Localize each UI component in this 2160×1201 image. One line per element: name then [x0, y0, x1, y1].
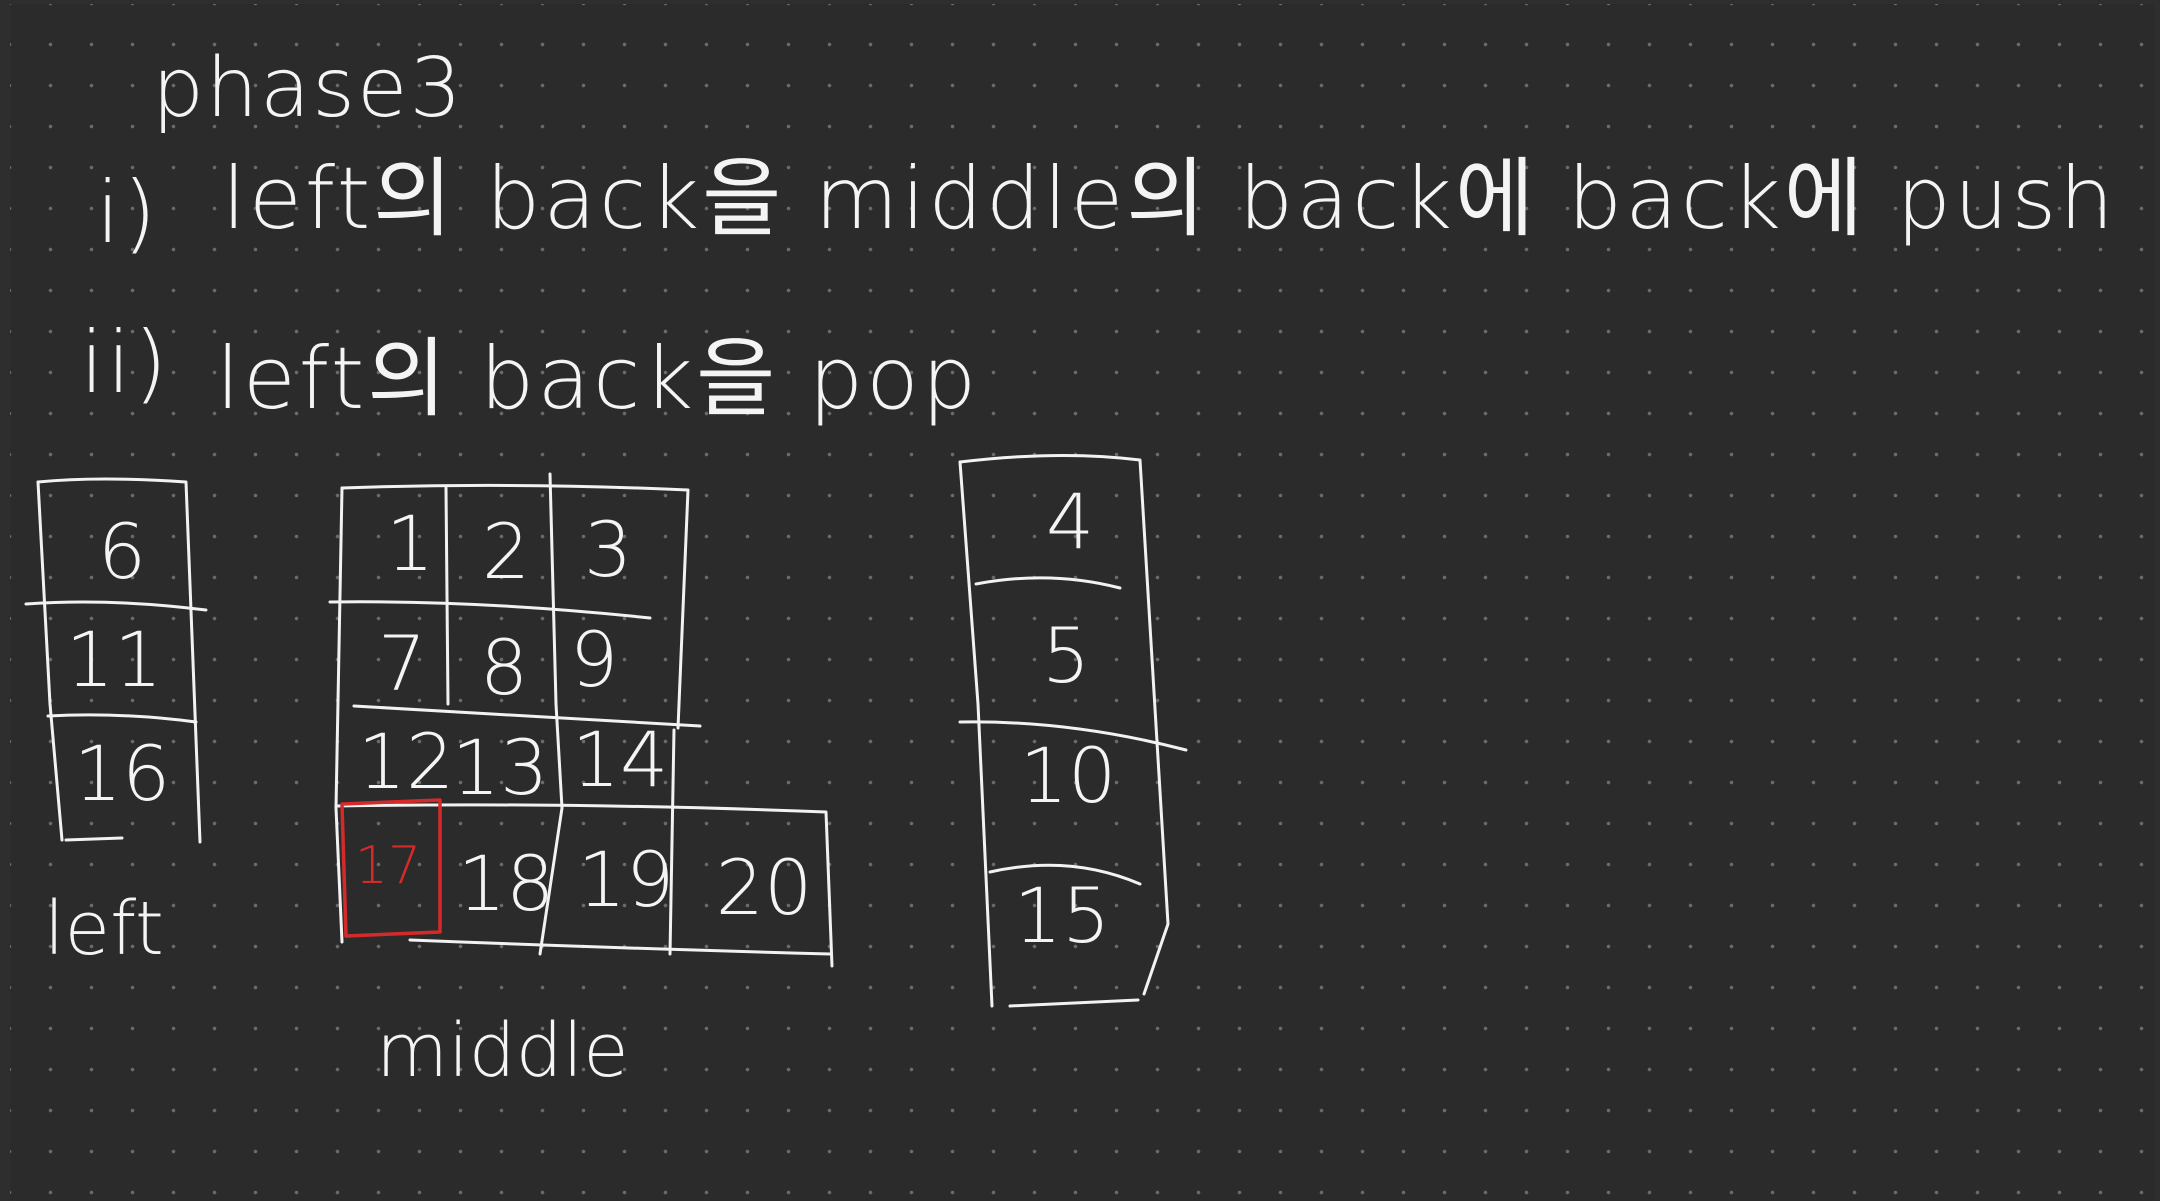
- left-label: left: [44, 886, 164, 972]
- middle-grid-outline: [328, 472, 834, 968]
- middle-cell: 2: [481, 507, 531, 596]
- middle-cell: 14: [571, 715, 669, 804]
- note-title: phase3: [152, 41, 464, 136]
- middle-cell: 12: [357, 717, 455, 806]
- middle-cell: 18: [457, 839, 555, 928]
- step-2-marker: ii): [80, 313, 171, 413]
- middle-label: middle: [376, 1008, 629, 1094]
- middle-cell: 1: [385, 499, 435, 588]
- middle-cell: 9: [569, 615, 619, 704]
- step-2-text: left의 back을 pop: [216, 329, 980, 429]
- left-cell: 16: [73, 729, 171, 818]
- middle-cell-highlighted: 17: [354, 836, 422, 896]
- handwritten-strokes: [24, 453, 1188, 1008]
- right-cell: 4: [1045, 477, 1095, 566]
- middle-cell: 8: [479, 623, 529, 712]
- step-1-marker: i): [96, 163, 160, 263]
- middle-cell: 20: [715, 843, 813, 932]
- left-cell: 11: [65, 615, 163, 704]
- step-1-text: left의 back을 middle의 back에 back에 push: [222, 149, 2117, 249]
- middle-cell: 13: [451, 723, 549, 812]
- whiteboard-canvas[interactable]: phase3 i) left의 back을 middle의 back에 back…: [10, 4, 2154, 1201]
- right-cell: 10: [1019, 731, 1117, 820]
- left-deque-outline: [24, 477, 208, 844]
- right-deque-outline: [958, 453, 1188, 1008]
- left-cell: 6: [97, 507, 147, 596]
- middle-cell: 19: [577, 835, 675, 924]
- middle-cell: 3: [583, 505, 633, 594]
- highlight-box: [340, 798, 442, 938]
- middle-cell: 7: [377, 619, 427, 708]
- right-cell: 5: [1041, 611, 1091, 700]
- right-cell: 15: [1013, 871, 1111, 960]
